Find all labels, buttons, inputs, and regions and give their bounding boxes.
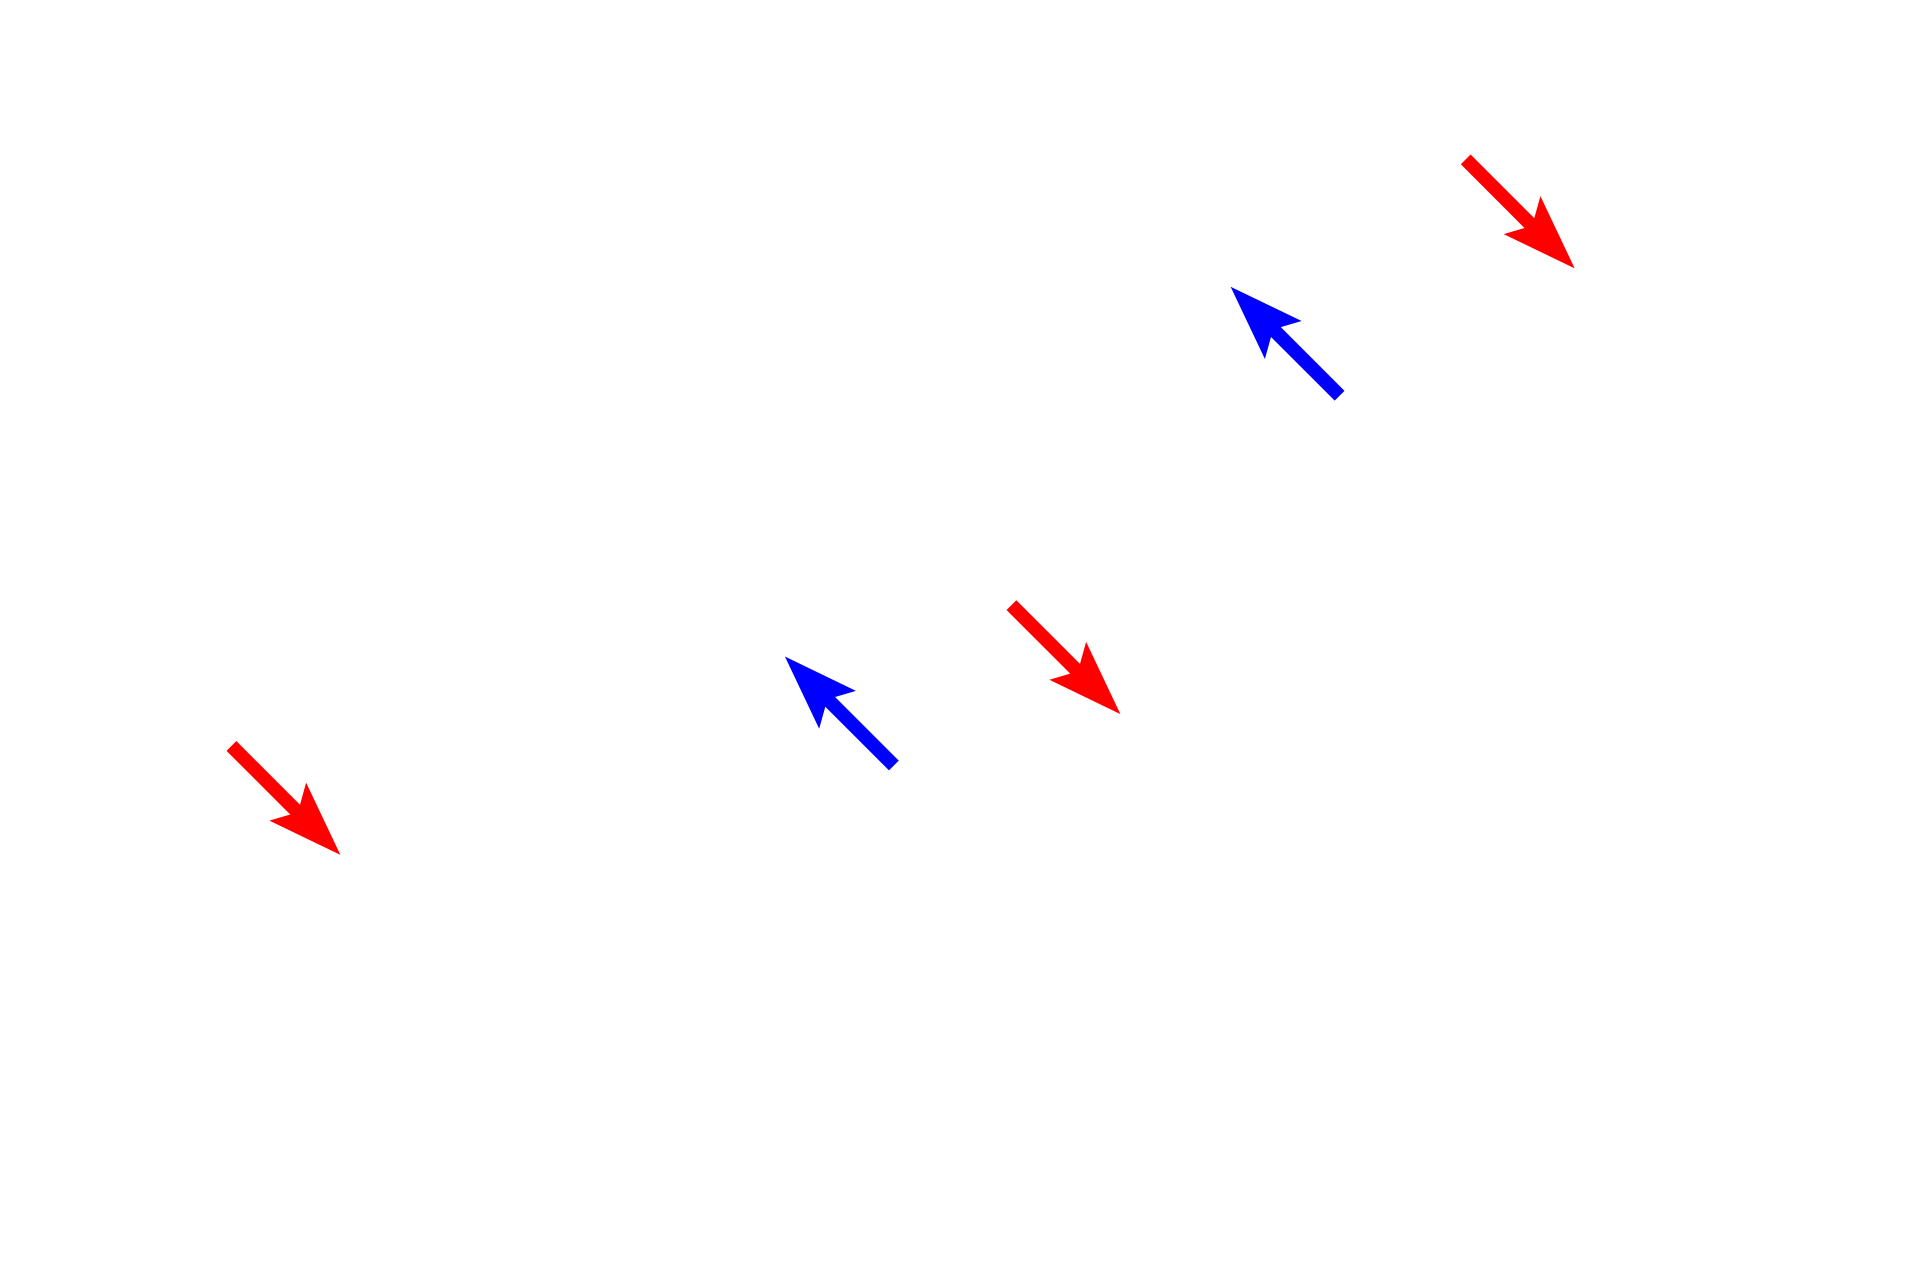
blue-arrow-icon bbox=[784, 656, 899, 771]
arrow-layer bbox=[226, 154, 1575, 855]
red-arrow-icon bbox=[1460, 154, 1575, 269]
red-arrow-icon bbox=[1006, 600, 1121, 715]
red-arrow-icon bbox=[226, 741, 341, 855]
blue-arrow-icon bbox=[1230, 286, 1345, 401]
